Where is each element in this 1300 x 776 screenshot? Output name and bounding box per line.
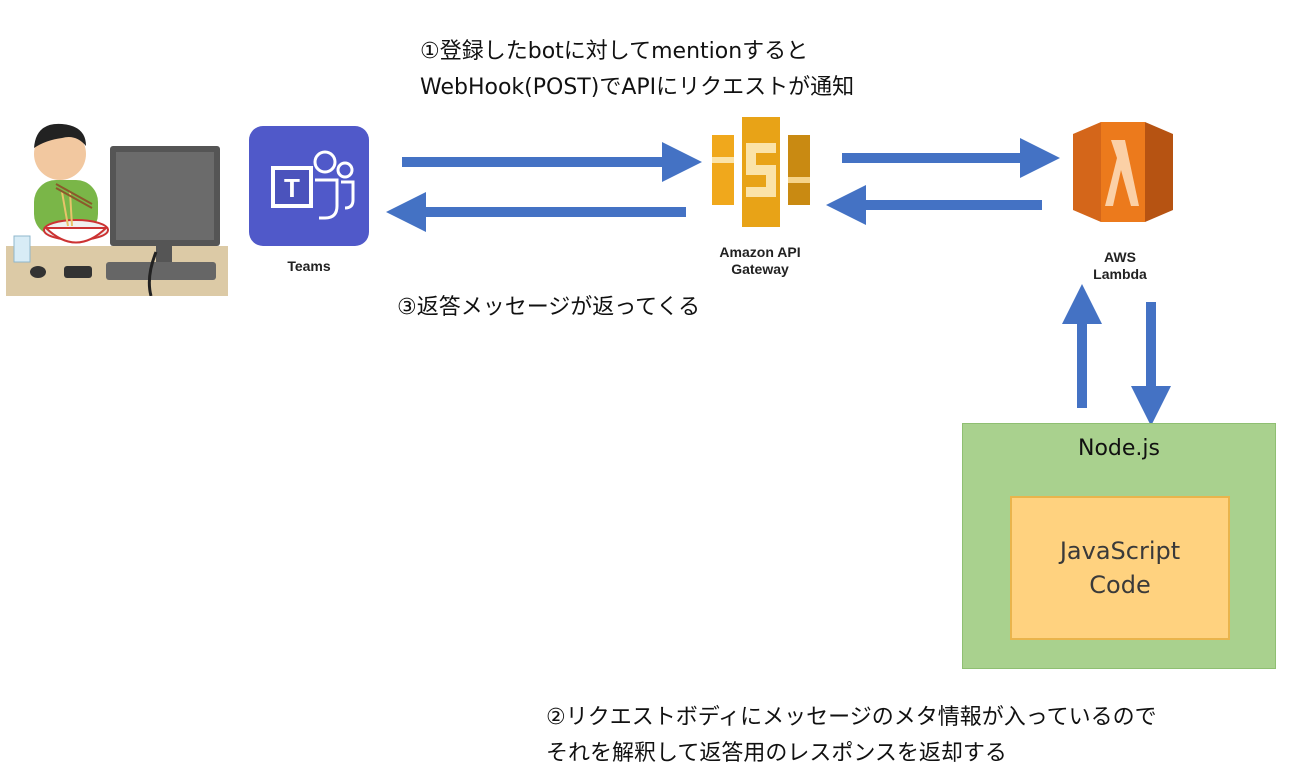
step1-note: ①登録したbotに対してmentionすると WebHook(POST)でAPI…	[420, 34, 854, 106]
api-gateway-label: Amazon API Gateway	[690, 244, 830, 278]
javascript-code-label: JavaScript Code	[1059, 537, 1181, 599]
teams-icon: T	[249, 126, 369, 246]
step1-line1: ①登録したbotに対してmentionすると	[420, 39, 809, 64]
teams-label: Teams	[287, 258, 331, 274]
api-gateway-label-line1: Amazon API	[719, 244, 801, 260]
api-gateway-icon	[712, 117, 810, 227]
nodejs-title: Node.js	[1078, 436, 1160, 461]
svg-text:T: T	[284, 173, 300, 203]
step3-note: ③返答メッセージが返ってくる	[397, 295, 701, 320]
lambda-icon	[1073, 122, 1173, 222]
api-gateway-label-line2: Gateway	[731, 261, 789, 277]
javascript-code-box: JavaScript Code	[1010, 496, 1230, 640]
step2-line1: ②リクエストボディにメッセージのメタ情報が入っているので	[546, 705, 1157, 730]
step1-line2: WebHook(POST)でAPIにリクエストが通知	[420, 75, 855, 100]
step2-line2: それを解釈して返答用のレスポンスを返却する	[546, 741, 1007, 766]
step2-note: ②リクエストボディにメッセージのメタ情報が入っているので それを解釈して返答用の…	[546, 700, 1157, 772]
lambda-label-line1: AWS	[1104, 249, 1136, 265]
user-at-computer-illustration	[6, 123, 228, 296]
lambda-label-line2: Lambda	[1093, 266, 1147, 282]
lambda-label: AWS Lambda	[1050, 249, 1190, 283]
